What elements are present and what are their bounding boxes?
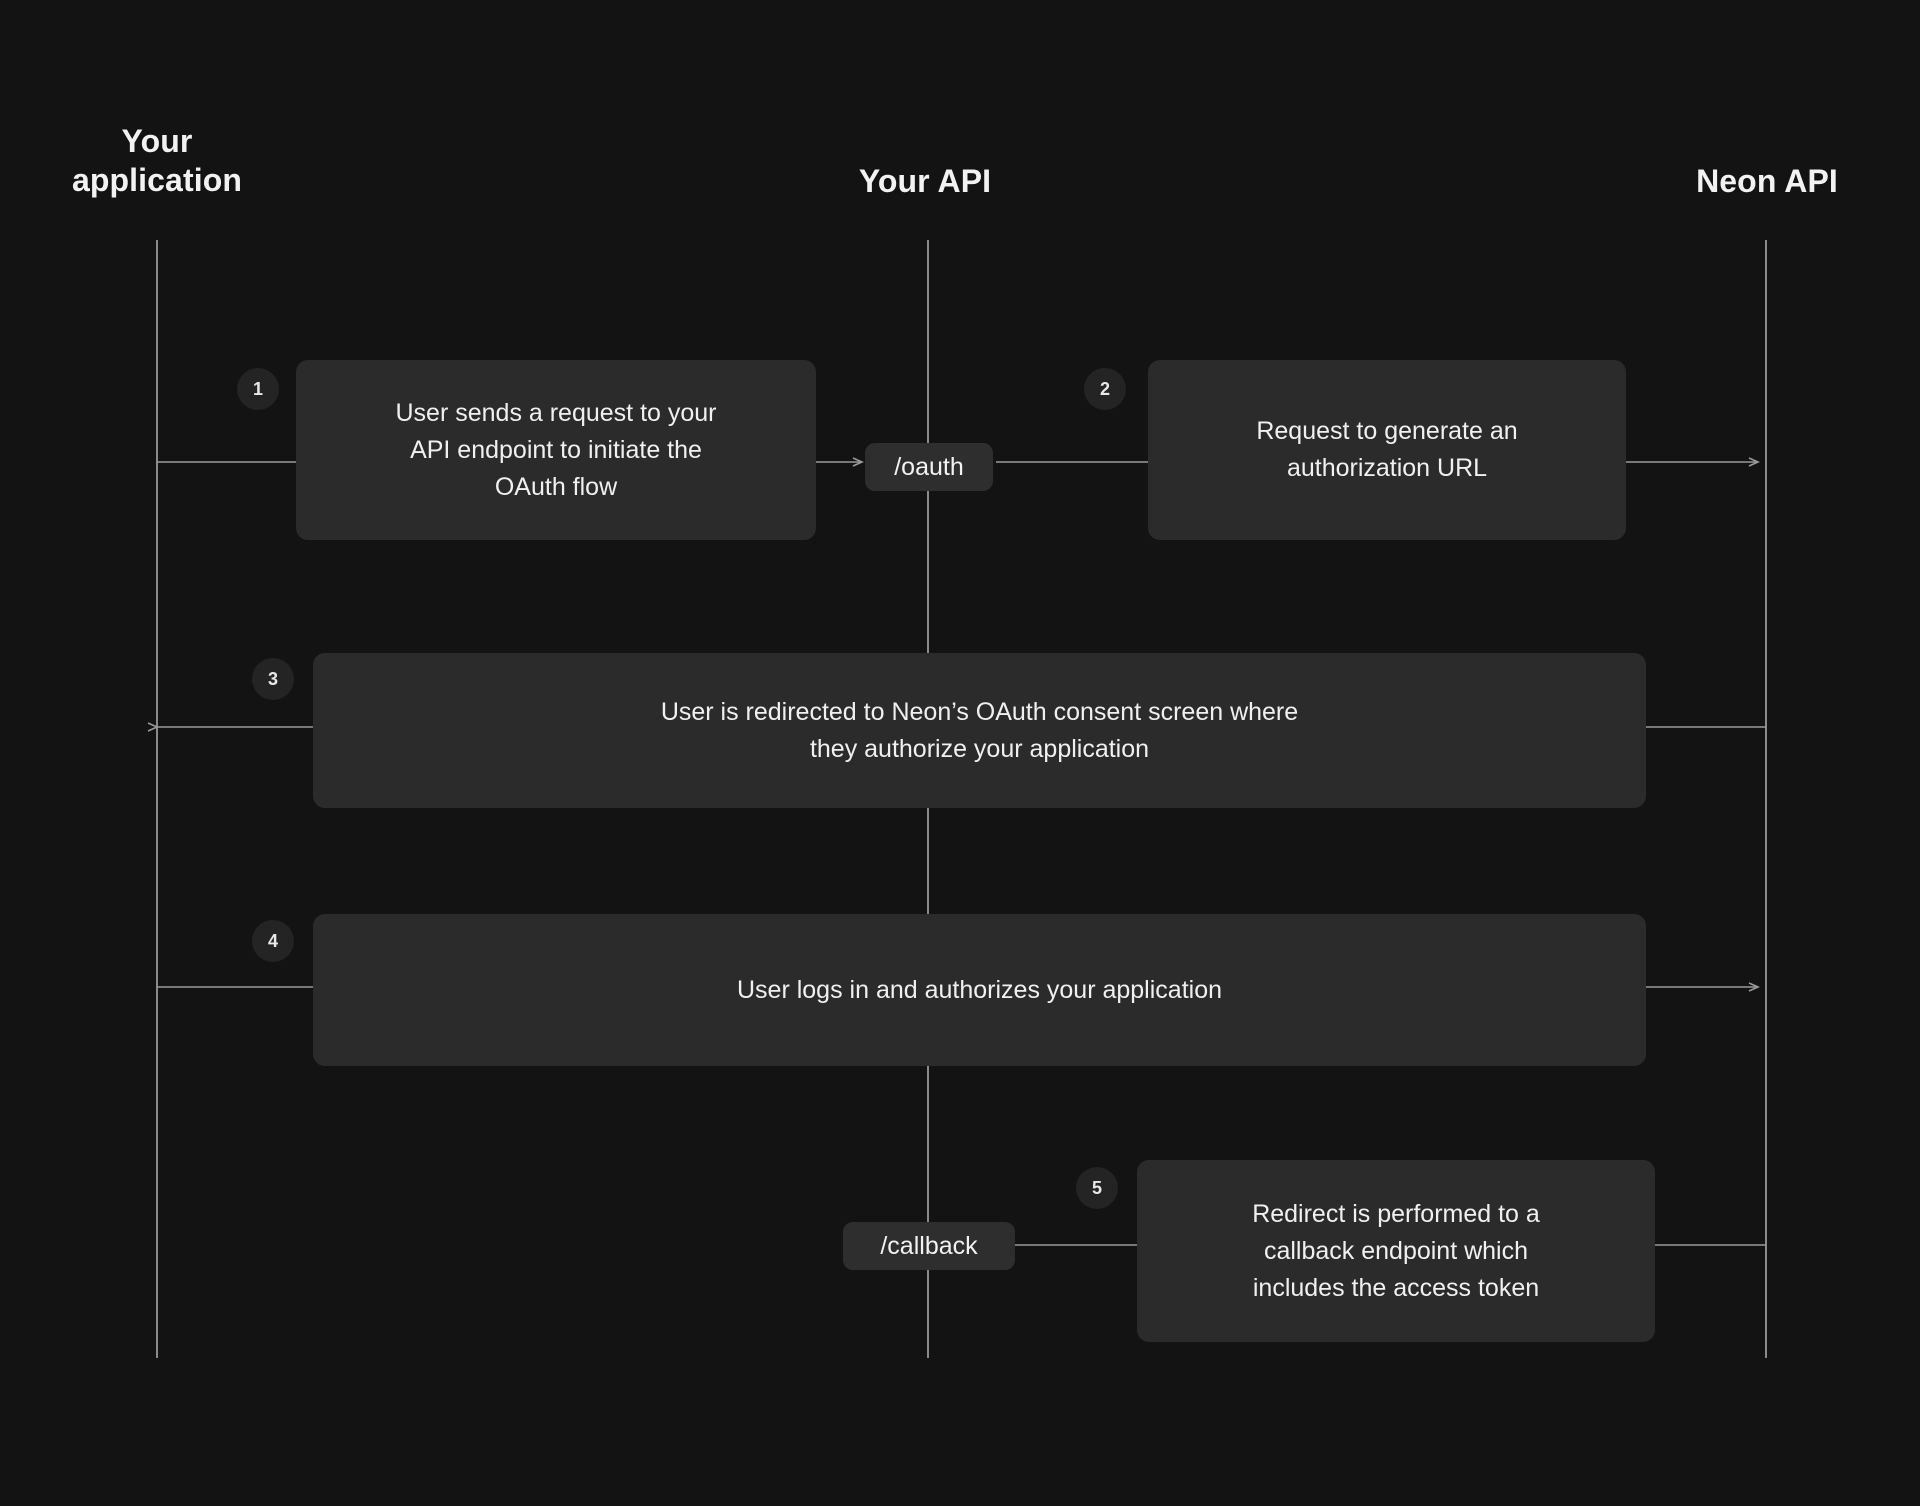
step-box-5: Redirect is performed to a callback endp…: [1137, 1160, 1655, 1342]
lane-title-your-application: Your application: [71, 123, 242, 199]
step-badge-3: 3: [252, 658, 294, 700]
endpoint-pill-callback[interactable]: /callback: [843, 1222, 1015, 1270]
step-box-4: User logs in and authorizes your applica…: [313, 914, 1646, 1066]
lane-title-your-api: Your API: [858, 163, 992, 199]
lane-title-neon-api: Neon API: [1696, 163, 1838, 199]
step-badge-2: 2: [1084, 368, 1126, 410]
step-text-1: User sends a request to your API endpoin…: [395, 398, 717, 501]
step-box-2: Request to generate an authorization URL: [1148, 360, 1626, 540]
step-text-2: Request to generate an authorization URL: [1256, 417, 1518, 482]
endpoint-pill-oauth[interactable]: /oauth: [865, 443, 993, 491]
step-badge-5: 5: [1076, 1167, 1118, 1209]
step-badge-1: 1: [237, 368, 279, 410]
step-badge-4: 4: [252, 920, 294, 962]
step-box-3: User is redirected to Neon’s OAuth conse…: [313, 653, 1646, 808]
step-text-3: User is redirected to Neon’s OAuth conse…: [660, 697, 1299, 763]
step-text-5: Redirect is performed to a callback endp…: [1252, 1199, 1540, 1302]
step-text-4: User logs in and authorizes your applica…: [737, 975, 1222, 1004]
step-box-1: User sends a request to your API endpoin…: [296, 360, 816, 540]
